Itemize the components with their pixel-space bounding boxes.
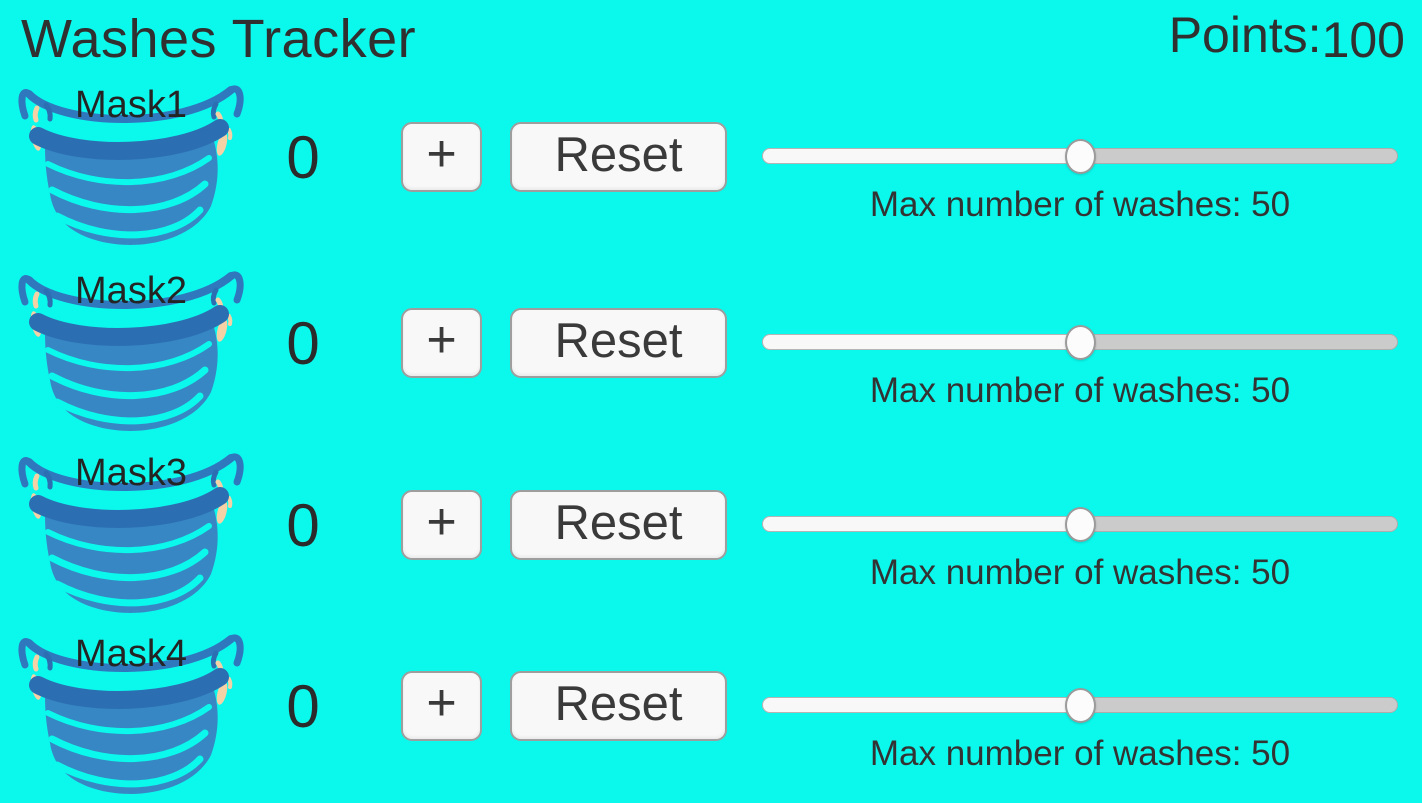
wash-count: 0 xyxy=(286,310,320,377)
points-value: 100 xyxy=(1321,12,1405,68)
max-washes-slider[interactable] xyxy=(762,687,1398,725)
mask-name-label: Mask4 xyxy=(75,633,187,675)
points-label: Points: xyxy=(1168,7,1322,63)
increment-wash-button[interactable]: + xyxy=(401,671,482,741)
mask-image: Mask4 xyxy=(15,627,247,801)
points-display: Points:100 xyxy=(1168,6,1405,68)
mask-image: Mask3 xyxy=(15,446,247,620)
page-title: Washes Tracker xyxy=(21,9,417,69)
slider-thumb[interactable] xyxy=(1065,139,1096,174)
reset-button[interactable]: Reset xyxy=(510,671,727,741)
increment-wash-button[interactable]: + xyxy=(401,122,482,192)
mask-row-2: Mask2 0 + Reset Max number of washes: 50 xyxy=(0,264,1422,440)
wash-count: 0 xyxy=(286,124,320,191)
wash-count: 0 xyxy=(286,492,320,559)
reset-button[interactable]: Reset xyxy=(510,122,727,192)
mask-image: Mask2 xyxy=(15,264,247,438)
reset-button[interactable]: Reset xyxy=(510,490,727,560)
max-washes-label: Max number of washes: 50 xyxy=(869,553,1291,592)
mask-name-label: Mask3 xyxy=(75,452,187,494)
wash-count: 0 xyxy=(286,673,320,740)
mask-row-1: Mask1 0 + Reset Max number of washes: 50 xyxy=(0,78,1422,254)
max-washes-slider[interactable] xyxy=(762,138,1398,176)
mask-name-label: Mask2 xyxy=(75,270,187,312)
slider-fill xyxy=(762,516,1080,532)
max-washes-slider[interactable] xyxy=(762,506,1398,544)
max-washes-value: 50 xyxy=(1251,185,1291,224)
reset-button[interactable]: Reset xyxy=(510,308,727,378)
increment-wash-button[interactable]: + xyxy=(401,308,482,378)
slider-thumb[interactable] xyxy=(1065,507,1096,542)
max-washes-label: Max number of washes: 50 xyxy=(869,185,1291,224)
slider-fill xyxy=(762,697,1080,713)
slider-thumb[interactable] xyxy=(1065,688,1096,723)
slider-fill xyxy=(762,148,1080,164)
max-washes-label: Max number of washes: 50 xyxy=(869,371,1291,410)
max-washes-slider[interactable] xyxy=(762,324,1398,362)
increment-wash-button[interactable]: + xyxy=(401,490,482,560)
max-washes-value: 50 xyxy=(1251,371,1291,410)
max-washes-label: Max number of washes: 50 xyxy=(869,734,1291,773)
mask-row-4: Mask4 0 + Reset Max number of washes: 50 xyxy=(0,627,1422,803)
slider-fill xyxy=(762,334,1080,350)
mask-image: Mask1 xyxy=(15,78,247,252)
max-washes-value: 50 xyxy=(1251,734,1291,773)
mask-name-label: Mask1 xyxy=(75,84,187,126)
max-washes-value: 50 xyxy=(1251,553,1291,592)
mask-row-3: Mask3 0 + Reset Max number of washes: 50 xyxy=(0,446,1422,622)
slider-thumb[interactable] xyxy=(1065,325,1096,360)
